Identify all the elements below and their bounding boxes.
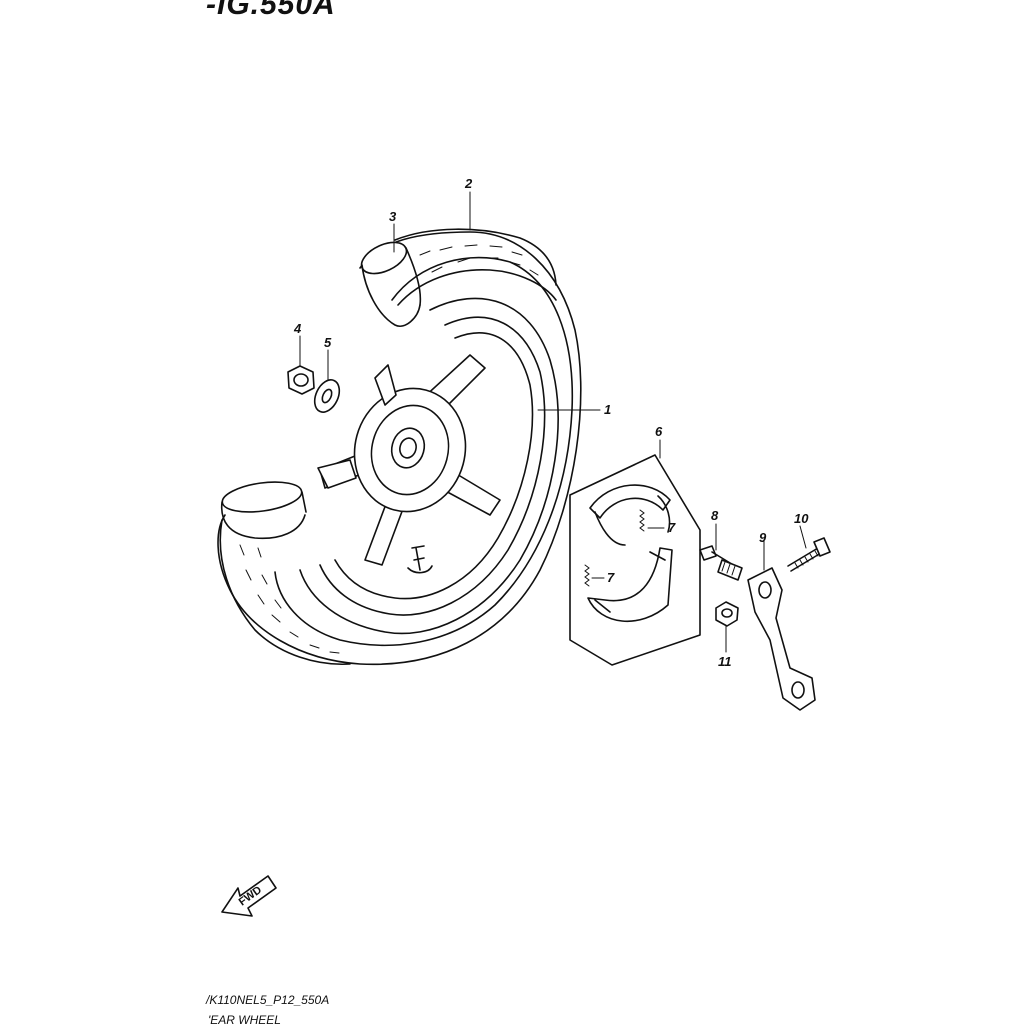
callout-4: 4 xyxy=(293,321,302,336)
callout-7-lower-spring: 7 xyxy=(607,570,615,585)
callout-3: 3 xyxy=(389,209,397,224)
wheel-rim xyxy=(299,297,559,635)
forward-direction-arrow: FWD xyxy=(221,875,277,917)
axle-nut xyxy=(287,365,315,395)
lever-nut xyxy=(715,601,739,627)
callout-10: 10 xyxy=(794,511,809,526)
inner-tube xyxy=(220,241,422,540)
washer xyxy=(313,379,341,413)
brake-camshaft xyxy=(699,545,743,581)
callout-8: 8 xyxy=(711,508,719,523)
callout-6: 6 xyxy=(655,424,663,439)
callout-1: 1 xyxy=(604,402,611,417)
figure-title: -IG.550A xyxy=(206,0,336,21)
leader-lines xyxy=(299,191,807,653)
callout-5: 5 xyxy=(324,335,332,350)
lever-bolt xyxy=(787,537,831,572)
callout-7-upper-spring: 7 xyxy=(668,520,676,535)
brake-cam-lever xyxy=(747,567,816,711)
callout-11: 11 xyxy=(718,654,732,669)
callout-numbers: 1 2 3 4 5 6 7 7 8 9 10 11 xyxy=(293,176,809,669)
callout-9: 9 xyxy=(759,530,767,545)
callout-2: 2 xyxy=(464,176,473,191)
figure-code: /K110NEL5_P12_550A xyxy=(206,993,330,1007)
figure-caption: 'EAR WHEEL xyxy=(208,1013,281,1027)
brake-shoe-set xyxy=(569,454,701,666)
